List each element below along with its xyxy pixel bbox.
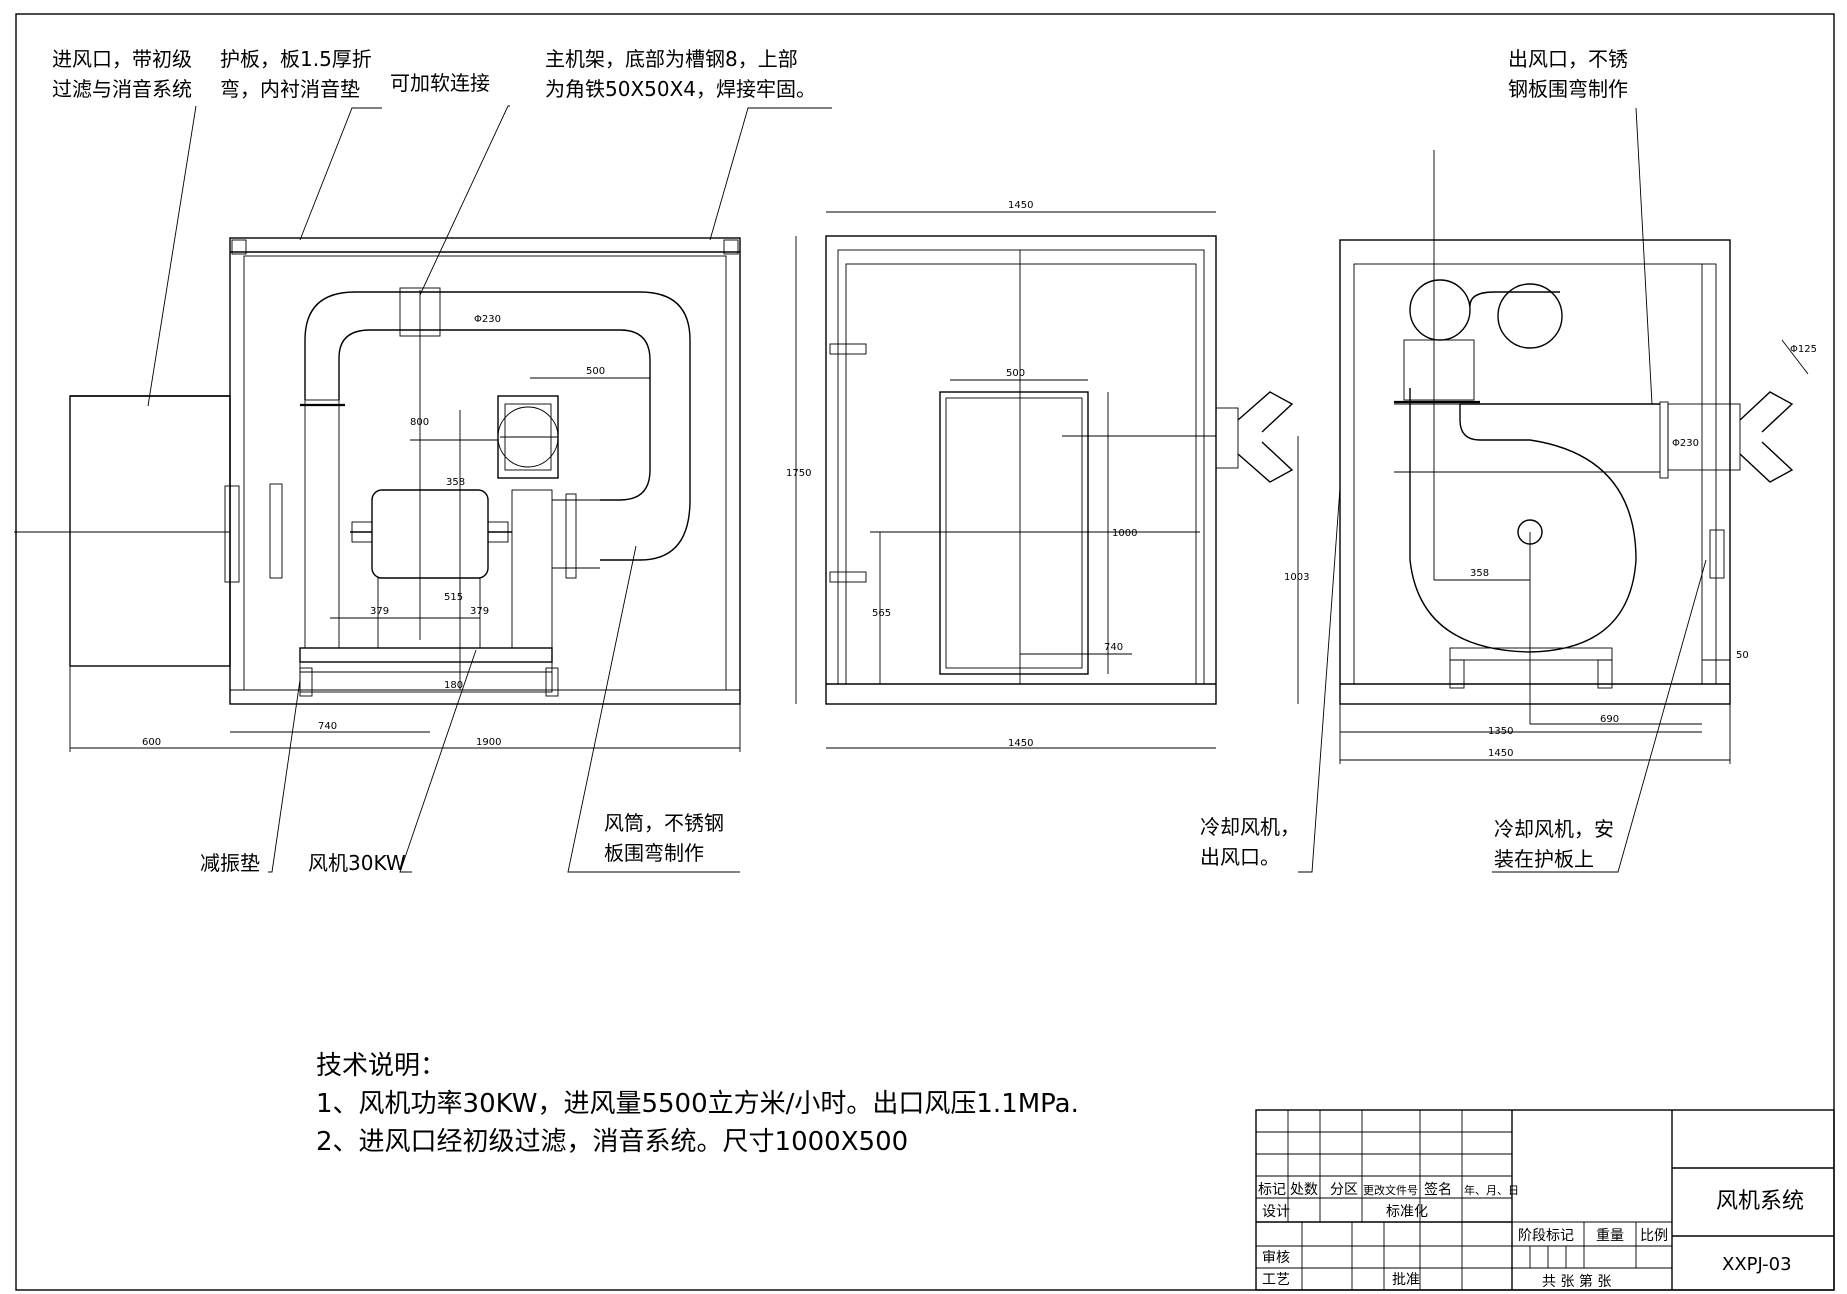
callout-duct-line2: 板围弯制作: [604, 841, 704, 865]
dim-500-front: 500: [586, 366, 605, 377]
rear-view: [1339, 107, 1809, 873]
tb-scale: 比例: [1640, 1228, 1668, 1244]
callout-frame-line1: 主机架，底部为槽钢8，上部: [545, 47, 798, 71]
dim-379-left: 379: [370, 606, 389, 617]
dim-565: 565: [872, 608, 891, 619]
dim-379-right: 379: [470, 606, 489, 617]
callouts: 进风口，带初级 过滤与消音系统 护板，板1.5厚折 弯，内衬消音垫 可加软连接 …: [52, 47, 1628, 875]
technical-notes: 技术说明： 1、风机功率30KW，进风量5500立方米/小时。出口风压1.1MP…: [316, 1051, 1079, 1157]
tb-approve: 批准: [1392, 1272, 1420, 1288]
tb-standard: 标准化: [1386, 1204, 1428, 1220]
dim-515: 515: [444, 592, 463, 603]
tb-drawing-no: XXPJ-03: [1722, 1254, 1792, 1275]
tb-change-doc: 更改文件号: [1363, 1183, 1418, 1197]
callout-soft-connection: 可加软连接: [390, 71, 490, 95]
callout-outlet-line2: 钢板围弯制作: [1508, 77, 1628, 101]
blower-volute: [1409, 388, 1660, 653]
callout-outlet-line1: 出风口，不锈: [1508, 47, 1628, 71]
dim-1450-rear: 1450: [1488, 748, 1513, 759]
tb-process: 工艺: [1262, 1272, 1290, 1288]
callout-cooling-mount-line2: 装在护板上: [1494, 847, 1594, 871]
callout-inlet-line1: 进风口，带初级: [52, 47, 192, 71]
tb-sign: 签名: [1424, 1181, 1452, 1198]
dim-1450-bottom: 1450: [1008, 738, 1033, 749]
callout-inlet-line2: 过滤与消音系统: [52, 77, 192, 101]
callout-guard-line1: 护板，板1.5厚折: [220, 47, 372, 71]
dim-800: 800: [410, 417, 429, 428]
tb-sheets: 共 张 第 张: [1542, 1273, 1611, 1290]
dim-1750: 1750: [786, 468, 811, 479]
dim-180: 180: [444, 680, 463, 691]
callout-duct-line1: 风筒，不锈钢: [604, 811, 724, 835]
dimension-labels: 600 740 1900 800 358 515 379 379 500 Φ23…: [142, 200, 1817, 759]
dim-dia230-front: Φ230: [474, 314, 501, 325]
tb-date: 年、月、日: [1464, 1183, 1519, 1197]
tb-count: 处数: [1290, 1182, 1318, 1198]
callout-frame-line2: 为角铁50X50X4，焊接牢固。: [545, 77, 816, 101]
inlet-duct: [69, 395, 231, 667]
dim-dia230-rear: Φ230: [1672, 438, 1699, 449]
dim-600: 600: [142, 737, 161, 748]
dim-1000: 1000: [1112, 528, 1137, 539]
dim-1350: 1350: [1488, 726, 1513, 737]
notes-title: 技术说明：: [316, 1051, 446, 1081]
dim-dia125: Φ125: [1790, 344, 1817, 355]
dim-50: 50: [1736, 650, 1749, 661]
callout-cooling-outlet-line2: 出风口。: [1200, 845, 1280, 869]
callout-cooling-outlet-line1: 冷却风机，: [1200, 815, 1300, 839]
dim-358-front: 358: [446, 477, 465, 488]
tb-mark: 标记: [1258, 1182, 1286, 1198]
dim-1003: 1003: [1284, 572, 1309, 583]
dim-1450-top: 1450: [1008, 200, 1033, 211]
title-block: 标记 处数 分区 更改文件号 签名 年、月、日 设计 标准化 审核 工艺 批准 …: [1255, 1109, 1835, 1291]
callout-damper: 减振垫: [200, 851, 260, 875]
tb-zone: 分区: [1330, 1182, 1358, 1198]
callout-cooling-mount-line1: 冷却风机，安: [1494, 817, 1614, 841]
tb-stage: 阶段标记: [1518, 1228, 1574, 1244]
callout-fan: 风机30KW: [308, 851, 406, 875]
motor: [371, 489, 489, 579]
duct-loop: [304, 291, 691, 561]
notes-line1: 1、风机功率30KW，进风量5500立方米/小时。出口风压1.1MPa.: [316, 1089, 1079, 1119]
dim-690: 690: [1600, 714, 1619, 725]
tb-review: 审核: [1262, 1250, 1290, 1266]
dim-500-side: 500: [1006, 368, 1025, 379]
sheet-border: [15, 13, 1835, 1291]
front-view: [14, 105, 832, 873]
access-panel: [939, 391, 1089, 675]
tb-weight: 重量: [1596, 1228, 1624, 1244]
dim-358-rear: 358: [1470, 568, 1489, 579]
tb-drawing-name: 风机系统: [1716, 1189, 1804, 1214]
tb-design: 设计: [1262, 1204, 1290, 1220]
callout-guard-line2: 弯，内衬消音垫: [220, 77, 360, 101]
dim-1900: 1900: [476, 737, 501, 748]
notes-line2: 2、进风口经初级过滤，消音系统。尺寸1000X500: [316, 1127, 908, 1157]
side-view: [795, 211, 1341, 873]
dim-740-side: 740: [1104, 642, 1123, 653]
dim-740-front: 740: [318, 721, 337, 732]
